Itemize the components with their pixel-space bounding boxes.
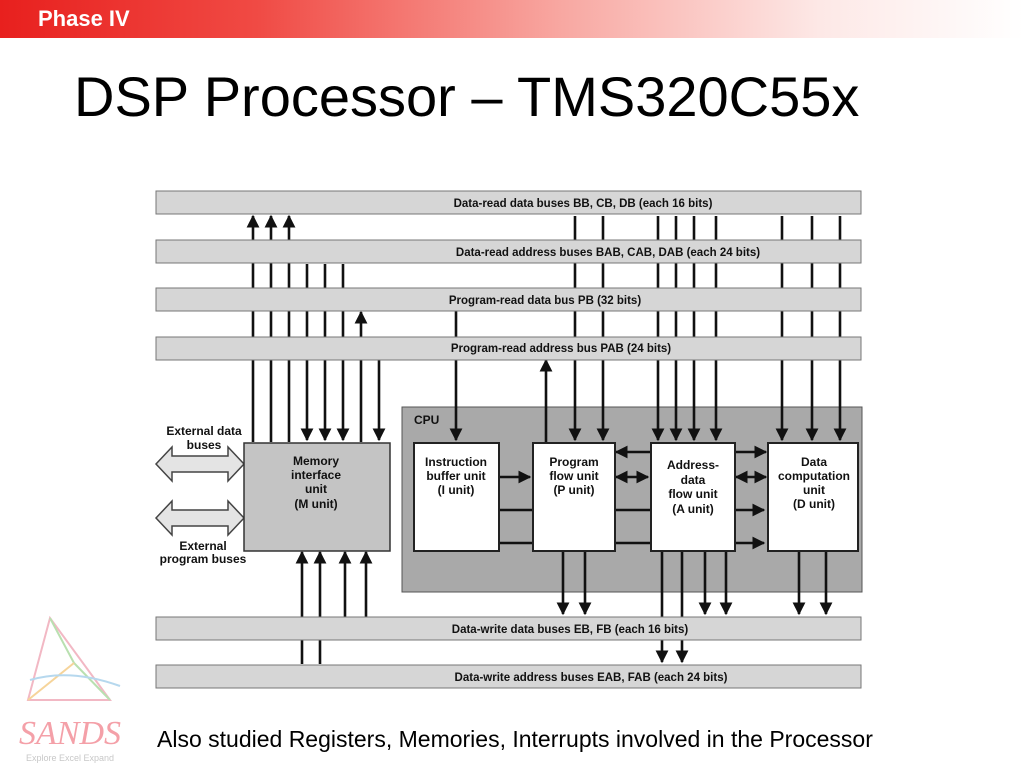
d-unit-line-1: Data — [801, 455, 827, 469]
bus-label-data-write-data: Data-write data buses EB, FB (each 16 bi… — [452, 624, 689, 636]
logo-tagline: Explore Excel Expand — [26, 753, 114, 763]
bus-bar-program-read-data — [155, 287, 862, 312]
p-unit-line-2: flow unit — [549, 469, 598, 483]
bus-bar-data-read-data — [155, 190, 862, 215]
slide-title: DSP Processor – TMS320C55x — [74, 65, 860, 128]
memory-interface-unit — [243, 442, 391, 552]
address-data-flow-unit — [650, 442, 736, 552]
external-program-label-2: program buses — [160, 552, 247, 566]
a-unit-line-4: (A unit) — [672, 502, 714, 516]
m-unit-line-3: unit — [305, 482, 327, 496]
external-data-label-1: External data — [166, 424, 242, 438]
i-unit-line-3: (I unit) — [438, 483, 475, 497]
a-unit-line-3: flow unit — [668, 487, 717, 501]
data-computation-unit — [767, 442, 859, 552]
d-unit-line-4: (D unit) — [793, 497, 835, 511]
bus-bar-program-read-address — [155, 336, 862, 361]
phase-label: Phase IV — [38, 6, 130, 31]
external-program-bus-arrow — [154, 499, 246, 537]
i-unit-line-2: buffer unit — [426, 469, 485, 483]
program-flow-unit — [532, 442, 616, 552]
bus-bar-data-read-address — [155, 239, 862, 264]
caption-text: Also studied Registers, Memories, Interr… — [157, 726, 873, 752]
m-unit-line-4: (M unit) — [294, 497, 337, 511]
p-unit-line-1: Program — [549, 455, 598, 469]
p-unit-line-3: (P unit) — [553, 483, 594, 497]
bus-label-program-read-address: Program-read address bus PAB (24 bits) — [451, 343, 671, 355]
sands-logo: SANDS Explore Excel Expand — [19, 615, 121, 763]
logo-text: SANDS — [19, 715, 121, 752]
external-data-label-2: buses — [187, 438, 222, 452]
i-unit-line-1: Instruction — [425, 455, 487, 469]
phase-header-bar: Phase IV — [0, 0, 1024, 38]
cpu-label: CPU — [414, 413, 439, 427]
a-unit-line-2: data — [681, 473, 706, 487]
bus-bars — [155, 190, 862, 689]
d-unit-line-3: unit — [803, 483, 825, 497]
d-unit-line-2: computation — [778, 469, 850, 483]
bus-label-data-read-data: Data-read data buses BB, CB, DB (each 16… — [454, 198, 713, 210]
m-unit-line-2: interface — [291, 468, 341, 482]
external-data-bus-arrow — [154, 445, 246, 483]
bus-label-data-write-address: Data-write address buses EAB, FAB (each … — [455, 672, 728, 684]
a-unit-line-1: Address- — [667, 458, 719, 472]
instruction-buffer-unit — [413, 442, 500, 552]
external-program-label-1: External — [179, 539, 226, 553]
m-unit-line-1: Memory — [293, 454, 339, 468]
bus-label-data-read-address: Data-read address buses BAB, CAB, DAB (e… — [456, 247, 760, 259]
bus-bar-data-write-data — [155, 616, 862, 641]
bus-label-program-read-data: Program-read data bus PB (32 bits) — [449, 295, 642, 307]
bus-bar-data-write-address — [155, 664, 862, 689]
